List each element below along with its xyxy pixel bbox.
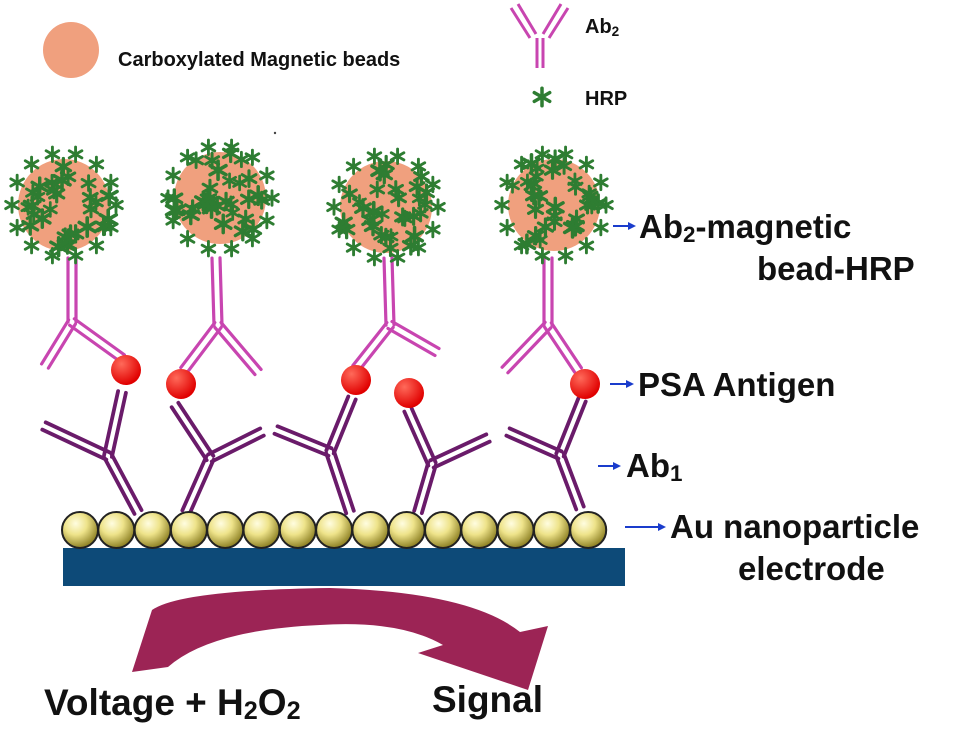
gold-nanoparticle bbox=[242, 511, 281, 549]
small-dot bbox=[273, 131, 277, 135]
gold-nanoparticle bbox=[532, 511, 571, 549]
hrp-star-icon bbox=[557, 247, 574, 265]
gold-nanoparticle bbox=[387, 511, 426, 549]
gold-nanoparticle bbox=[169, 511, 208, 549]
gold-nanoparticle bbox=[278, 511, 317, 549]
ab2-antibody bbox=[179, 256, 263, 377]
gold-nanoparticle bbox=[460, 511, 499, 549]
gold-nanoparticle bbox=[61, 511, 99, 549]
ab1-antibody bbox=[402, 406, 492, 516]
hrp-star-icon bbox=[44, 145, 61, 163]
gold-nanoparticle bbox=[97, 511, 136, 549]
magnetic-beads-hrp bbox=[4, 138, 614, 267]
antibody-icon bbox=[509, 3, 570, 68]
electrode-substrate bbox=[63, 548, 625, 586]
pointer-arrows bbox=[598, 222, 666, 531]
hrp-star-icon bbox=[532, 86, 552, 108]
label-electrode: electrode bbox=[738, 550, 885, 587]
legend-ab2-label: Ab2 bbox=[585, 16, 620, 39]
ab2-antibody bbox=[500, 256, 583, 375]
gold-nanoparticle bbox=[424, 511, 462, 549]
label-ab1: Ab1 bbox=[626, 447, 682, 486]
hrp-star-icon bbox=[67, 247, 84, 265]
au-nanoparticles bbox=[61, 511, 608, 549]
label-voltage-h2o2: Voltage + H2O2 bbox=[44, 682, 301, 725]
ab1-antibody bbox=[272, 394, 358, 516]
ab2-antibody bbox=[39, 256, 126, 370]
hrp-star-icon bbox=[67, 145, 84, 163]
hrp-star-icon bbox=[326, 198, 342, 216]
magnetic-bead-hrp bbox=[4, 145, 124, 265]
legend: Carboxylated Magnetic beads Ab2 HRP bbox=[43, 3, 627, 135]
curved-arrow-icon bbox=[132, 588, 548, 690]
legend-hrp-label: HRP bbox=[585, 88, 627, 110]
psa-antigen bbox=[111, 355, 141, 385]
hrp-star-icon bbox=[430, 198, 446, 216]
ab2-antibody bbox=[351, 256, 441, 373]
magnetic-bead-icon bbox=[43, 22, 99, 78]
ab1-antibody bbox=[169, 400, 266, 516]
psa-antigen bbox=[394, 378, 424, 408]
hrp-star-icon bbox=[223, 240, 240, 258]
gold-nanoparticle bbox=[315, 511, 354, 549]
ab1-antibodies bbox=[40, 389, 588, 516]
hrp-star-icon bbox=[4, 196, 20, 214]
gold-nanoparticle bbox=[351, 511, 390, 549]
ab1-antibody bbox=[40, 389, 144, 516]
magnetic-bead-hrp bbox=[326, 147, 446, 267]
hrp-star-icon bbox=[108, 196, 124, 214]
magnetic-bead-hrp bbox=[494, 145, 614, 265]
label-psa-antigen: PSA Antigen bbox=[638, 366, 835, 403]
label-au-nanoparticle: Au nanoparticle bbox=[670, 508, 919, 545]
psa-antigen bbox=[341, 365, 371, 395]
gold-nanoparticle bbox=[206, 511, 245, 549]
gold-nanoparticle bbox=[569, 511, 608, 549]
psa-antigens bbox=[111, 355, 600, 408]
label-signal: Signal bbox=[432, 679, 543, 720]
gold-nanoparticle bbox=[496, 511, 535, 549]
gold-nanoparticle bbox=[133, 511, 172, 549]
hrp-star-icon bbox=[534, 247, 551, 265]
ab2-antibodies bbox=[39, 256, 583, 377]
hrp-star-icon bbox=[494, 196, 510, 214]
legend-bead-label: Carboxylated Magnetic beads bbox=[118, 49, 400, 71]
hrp-star-icon bbox=[366, 249, 383, 267]
label-bead-hrp: bead-HRP bbox=[757, 250, 915, 287]
psa-antigen bbox=[166, 369, 196, 399]
hrp-star-icon bbox=[200, 240, 217, 258]
label-ab2-magnetic: Ab2-magnetic bbox=[639, 208, 851, 247]
psa-antigen bbox=[570, 369, 600, 399]
magnetic-bead-hrp bbox=[160, 138, 280, 258]
ab1-antibody bbox=[504, 396, 588, 512]
hrp-star-icon bbox=[44, 247, 61, 265]
